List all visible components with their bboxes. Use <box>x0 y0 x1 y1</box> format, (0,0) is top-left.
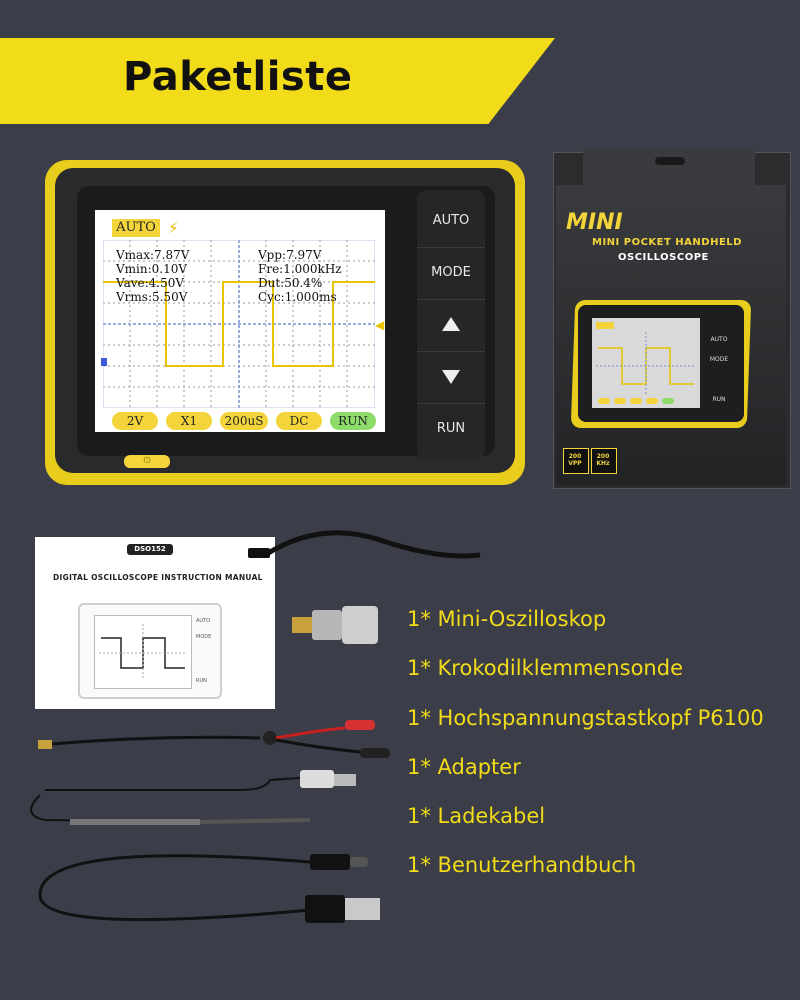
list-item: 1* Adapter <box>407 755 521 779</box>
badge-vpp-text: 200 VPP <box>568 453 582 467</box>
mode-button[interactable]: MODE <box>417 247 485 300</box>
box-subtitle-line1: MINI POCKET HANDHELD <box>592 237 742 248</box>
list-item: 1* Benutzerhandbuch <box>407 853 637 877</box>
box-mode-label: MODE <box>709 356 729 363</box>
volts-div-chip: 2V <box>112 412 158 430</box>
up-button[interactable] <box>417 299 485 352</box>
measure-vave: Vave:4.50V <box>116 276 185 290</box>
probe-multiplier-chip: X1 <box>166 412 212 430</box>
box-brand: MINI <box>566 210 623 235</box>
measure-vpp: Vpp:7.97V <box>258 248 322 262</box>
measure-vmin: Vmin:0.10V <box>116 262 188 276</box>
manual-title: DIGITAL OSCILLOSCOPE INSTRUCTION MANUAL <box>53 573 263 582</box>
badge-khz <box>591 448 617 474</box>
list-item: 1* Ladekabel <box>407 804 546 828</box>
power-icon: ⏻ <box>143 456 151 466</box>
device-button-panel: AUTO MODE RUN <box>417 190 485 460</box>
power-button[interactable]: ⏻ <box>124 455 170 468</box>
box-run-label: RUN <box>712 396 726 403</box>
coupling-chip: DC <box>276 412 322 430</box>
time-div-chip: 200uS <box>220 412 268 430</box>
box-hang-tab <box>583 148 755 186</box>
list-item: 1* Hochspannungstastkopf P6100 <box>407 706 764 730</box>
list-item: 1* Mini-Oszilloskop <box>407 607 607 631</box>
down-button[interactable] <box>417 351 485 404</box>
run-status-chip: RUN <box>330 412 376 430</box>
manual-run-label: RUN <box>196 678 207 684</box>
trigger-bolt-icon: ⚡ <box>168 219 179 237</box>
manual-screen-drawing <box>94 615 192 689</box>
auto-button[interactable]: AUTO <box>417 195 485 248</box>
auto-mode-chip: AUTO <box>112 219 160 237</box>
page-title: Paketliste <box>123 54 353 100</box>
arrow-up-icon <box>442 317 460 331</box>
badge-vpp <box>563 448 589 474</box>
measure-cyc: Cyc:1.000ms <box>258 290 337 304</box>
run-button[interactable]: RUN <box>436 421 466 436</box>
badge-khz-text: 200 KHz <box>596 453 610 467</box>
manual-mode-label: MODE <box>196 634 212 640</box>
measure-vrms: Vrms:5.50V <box>116 290 188 304</box>
measure-dut: Dut:50.4% <box>258 276 323 290</box>
manual-model-tag: DSO152 <box>127 544 173 555</box>
ground-marker-icon <box>101 358 107 366</box>
box-subtitle-line2: OSCILLOSCOPE <box>618 252 709 263</box>
arrow-down-icon <box>442 370 460 384</box>
measure-vmax: Vmax:7.87V <box>116 248 190 262</box>
measure-fre: Fre:1.000kHz <box>258 262 342 276</box>
title-banner <box>0 38 555 124</box>
waveform-plot <box>103 240 375 408</box>
box-hang-hole <box>655 157 685 165</box>
trigger-level-arrow-icon: ◀ <box>375 318 385 332</box>
box-auto-label: AUTO <box>710 336 728 343</box>
box-device-screen <box>592 318 700 408</box>
manual-auto-label: AUTO <box>196 618 211 624</box>
list-item: 1* Krokodilklemmensonde <box>407 656 683 680</box>
